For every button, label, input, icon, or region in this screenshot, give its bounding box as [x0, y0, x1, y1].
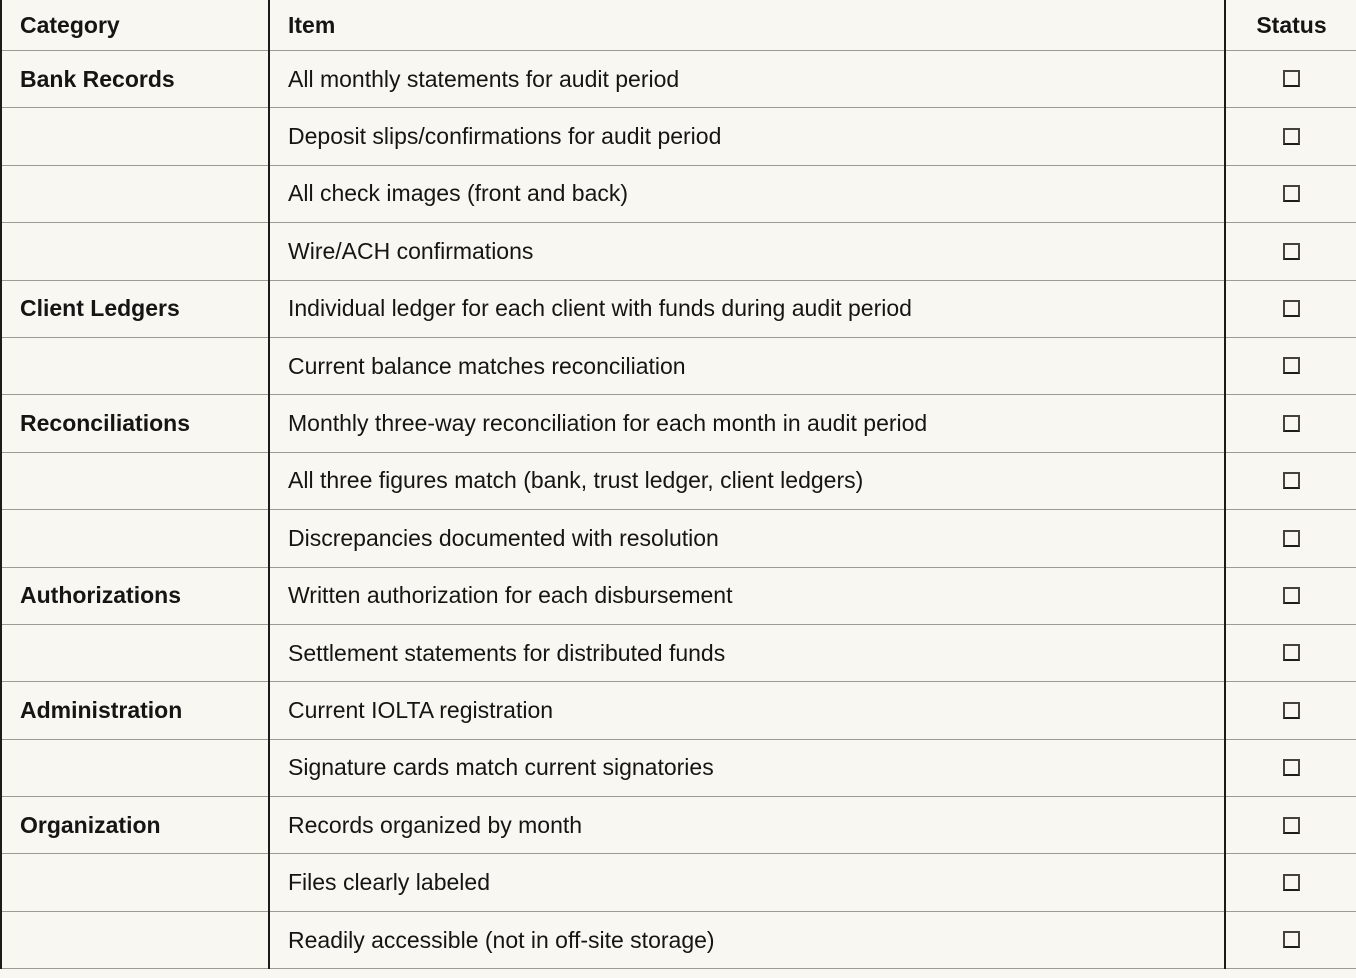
status-cell: [1224, 222, 1356, 281]
table-row: Deposit slips/confirmations for audit pe…: [1, 107, 1356, 166]
empty-checkbox-icon[interactable]: [1283, 759, 1300, 777]
status-cell: [1224, 107, 1356, 166]
empty-checkbox-icon[interactable]: [1283, 931, 1300, 949]
item-cell: Records organized by month: [268, 796, 1225, 855]
category-cell: [1, 624, 269, 683]
category-cell: Organization: [1, 796, 269, 855]
table-row: Authorizations Written authorization for…: [1, 567, 1356, 625]
status-cell: [1224, 796, 1356, 855]
category-cell: [1, 911, 269, 970]
table-row: All check images (front and back): [1, 165, 1356, 224]
status-cell: [1224, 337, 1356, 396]
item-cell: All three figures match (bank, trust led…: [268, 452, 1225, 511]
status-cell: [1224, 911, 1356, 970]
category-cell: Client Ledgers: [1, 280, 269, 338]
item-cell: Files clearly labeled: [268, 853, 1225, 912]
category-cell: Reconciliations: [1, 394, 269, 453]
empty-checkbox-icon[interactable]: [1283, 300, 1300, 318]
empty-checkbox-icon[interactable]: [1283, 357, 1300, 375]
category-cell: Bank Records: [1, 50, 269, 109]
empty-checkbox-icon[interactable]: [1283, 127, 1300, 145]
status-cell: [1224, 624, 1356, 683]
empty-checkbox-icon[interactable]: [1283, 414, 1300, 432]
status-cell: [1224, 739, 1356, 798]
category-cell: [1, 107, 269, 166]
item-cell: Written authorization for each disbursem…: [268, 567, 1225, 625]
empty-checkbox-icon[interactable]: [1283, 701, 1300, 719]
table-row: Bank Records All monthly statements for …: [1, 50, 1356, 109]
item-cell: Signature cards match current signatorie…: [268, 739, 1225, 798]
category-cell: [1, 222, 269, 281]
category-cell: [1, 739, 269, 798]
status-cell: [1224, 50, 1356, 109]
status-cell: [1224, 280, 1356, 338]
item-cell: All check images (front and back): [268, 165, 1225, 224]
item-cell: Settlement statements for distributed fu…: [268, 624, 1225, 683]
table-row: All three figures match (bank, trust led…: [1, 452, 1356, 511]
item-cell: All monthly statements for audit period: [268, 50, 1225, 109]
status-cell: [1224, 394, 1356, 453]
table-row: Organization Records organized by month: [1, 796, 1356, 855]
item-cell: Individual ledger for each client with f…: [268, 280, 1225, 338]
status-cell: [1224, 681, 1356, 740]
empty-checkbox-icon[interactable]: [1283, 586, 1300, 604]
empty-checkbox-icon[interactable]: [1283, 70, 1300, 88]
item-cell: Readily accessible (not in off-site stor…: [268, 911, 1225, 970]
empty-checkbox-icon[interactable]: [1283, 242, 1300, 260]
item-cell: Discrepancies documented with resolution: [268, 509, 1225, 568]
empty-checkbox-icon[interactable]: [1283, 185, 1300, 203]
header-row: Category Item Status: [1, 0, 1356, 51]
status-cell: [1224, 509, 1356, 568]
table-row: Reconciliations Monthly three-way reconc…: [1, 394, 1356, 453]
table-row: Current balance matches reconciliation: [1, 337, 1356, 396]
table-row: Readily accessible (not in off-site stor…: [1, 911, 1356, 970]
category-cell: Authorizations: [1, 567, 269, 625]
status-cell: [1224, 452, 1356, 511]
item-cell: Wire/ACH confirmations: [268, 222, 1225, 281]
table-row: Administration Current IOLTA registratio…: [1, 681, 1356, 740]
item-cell: Deposit slips/confirmations for audit pe…: [268, 107, 1225, 166]
table-row: Client Ledgers Individual ledger for eac…: [1, 280, 1356, 338]
category-cell: [1, 165, 269, 224]
column-header-status: Status: [1224, 0, 1356, 51]
checklist-body: Bank Records All monthly statements for …: [1, 50, 1356, 970]
status-cell: [1224, 853, 1356, 912]
table-row: Discrepancies documented with resolution: [1, 509, 1356, 568]
category-cell: [1, 509, 269, 568]
column-header-item: Item: [268, 0, 1225, 51]
empty-checkbox-icon[interactable]: [1283, 644, 1300, 662]
column-header-category: Category: [1, 0, 269, 51]
table-row: Files clearly labeled: [1, 853, 1356, 912]
table-row: Settlement statements for distributed fu…: [1, 624, 1356, 683]
status-cell: [1224, 567, 1356, 625]
category-cell: [1, 452, 269, 511]
category-cell: Administration: [1, 681, 269, 740]
status-cell: [1224, 165, 1356, 224]
empty-checkbox-icon[interactable]: [1283, 529, 1300, 547]
category-cell: [1, 853, 269, 912]
empty-checkbox-icon[interactable]: [1283, 816, 1300, 834]
table-row: Signature cards match current signatorie…: [1, 739, 1356, 798]
empty-checkbox-icon[interactable]: [1283, 873, 1300, 891]
table-row: Wire/ACH confirmations: [1, 222, 1356, 281]
item-cell: Current balance matches reconciliation: [268, 337, 1225, 396]
item-cell: Monthly three-way reconciliation for eac…: [268, 394, 1225, 453]
table-header: Category Item Status: [1, 0, 1356, 51]
item-cell: Current IOLTA registration: [268, 681, 1225, 740]
empty-checkbox-icon[interactable]: [1283, 472, 1300, 490]
category-cell: [1, 337, 269, 396]
